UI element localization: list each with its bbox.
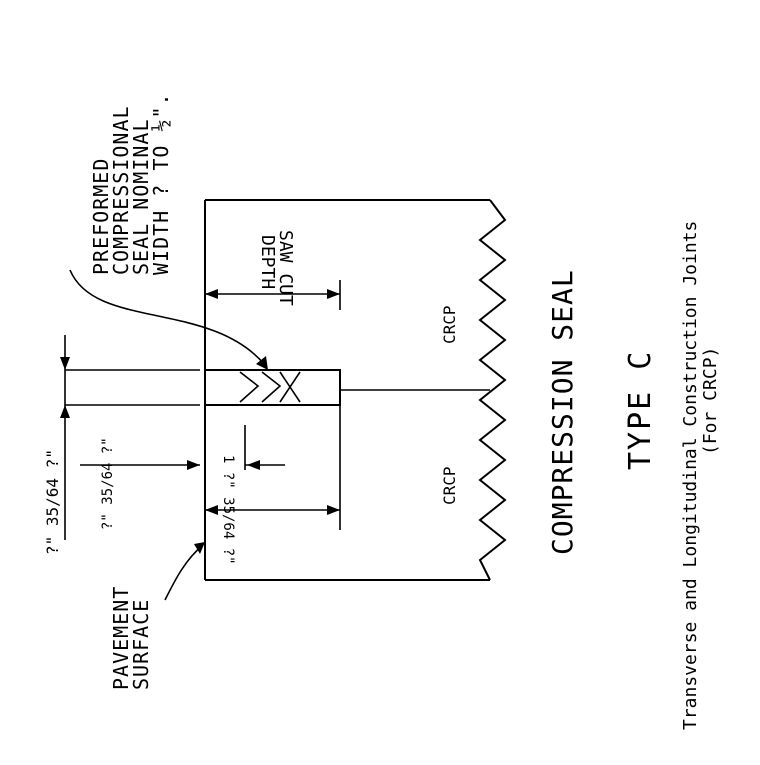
joint-top-line — [205, 369, 341, 406]
top-width-arrow-up — [60, 357, 70, 370]
pavement-leader-arrowhead — [194, 542, 205, 554]
depth-dim-arrow-right — [327, 505, 340, 515]
title-type: TYPE C — [623, 350, 658, 470]
preformed-seal-line-4: WIDTH ? TO ½". — [149, 92, 173, 275]
crcp-label-right: CRCP — [440, 466, 459, 505]
dim-depth: 1 ?" 35/64 ?" — [220, 455, 236, 565]
inner-top-arrow — [187, 460, 200, 470]
seal-leader-arrowhead — [256, 356, 268, 370]
slab-break-line — [478, 199, 507, 581]
subtitle-line-1: Transverse and Longitudinal Construction… — [680, 221, 701, 730]
crcp-label-left: CRCP — [440, 305, 459, 344]
saw-cut-dim-line — [204, 280, 341, 310]
preformed-seal-line-1: PREFORMED — [89, 158, 113, 275]
rotated-labels: PREFORMED COMPRESSIONAL SEAL NOMINAL WID… — [43, 92, 721, 730]
compression-seal-icon — [239, 371, 301, 403]
saw-cut-dim-arrow-left — [205, 289, 218, 299]
top-width-dim-line — [64, 335, 200, 540]
title-main: COMPRESSION SEAL — [546, 269, 579, 555]
pavement-surface-line-1: PAVEMENT — [109, 586, 133, 690]
inner-depth-marker — [244, 425, 285, 470]
inner-depth-arrow — [247, 460, 260, 470]
saw-cut-line-2: DEPTH — [257, 235, 278, 289]
top-width-arrow-down — [60, 405, 70, 418]
subtitle-line-2: (For CRCP) — [700, 347, 721, 455]
seal-leader-line — [69, 269, 266, 366]
dim-top-overall: ?" 35/64 ?" — [43, 449, 62, 555]
preformed-seal-line-3: SEAL NOMINAL — [129, 119, 153, 276]
depth-dim-arrow-left — [205, 505, 218, 515]
pavement-surface-line-2: SURFACE — [129, 599, 153, 690]
saw-cut-line-1: SAW CUT — [275, 230, 296, 306]
saw-cut-dim-arrow-right — [327, 289, 340, 299]
depth-dim-line — [205, 405, 341, 530]
pavement-leader-line — [164, 544, 204, 601]
dim-top-inner: ?" 35/64 ?" — [100, 437, 116, 530]
inverted-labels: SAW CUT DEPTH 1 ?" 35/64 ?" — [220, 230, 296, 565]
preformed-seal-line-2: COMPRESSIONAL — [109, 105, 133, 275]
